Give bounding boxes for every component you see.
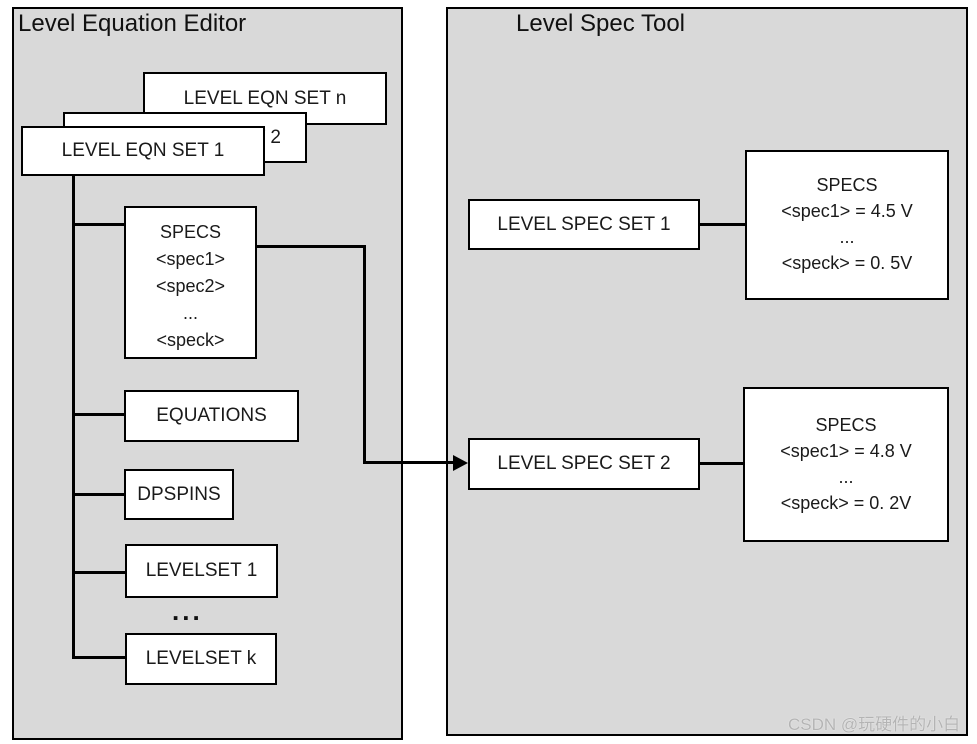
arrowhead-icon xyxy=(453,455,468,471)
specs-r1-line: <speck> = 0. 5V xyxy=(781,253,913,273)
specs-box-right-1: SPECS <spec1> = 4.5 V ... <speck> = 0. 5… xyxy=(745,150,949,300)
specs-r1-ellipsis: ... xyxy=(839,227,855,247)
specs-left-ellipsis: ... xyxy=(182,303,198,323)
branch-line-equations xyxy=(72,413,126,416)
specs-box-right-2: SPECS <spec1> = 4.8 V ... <speck> = 0. 2… xyxy=(743,387,949,542)
level-spec-tool-panel xyxy=(446,7,968,736)
branch-line-levelsetk xyxy=(72,656,127,659)
watermark-text: CSDN @玩硬件的小白 xyxy=(788,715,961,734)
connector-specs-v xyxy=(363,245,366,464)
connector-specset2 xyxy=(699,462,743,465)
dpspins-box: DPSPINS xyxy=(124,469,234,520)
connector-specs-h2 xyxy=(363,461,454,464)
branch-line-dpspins xyxy=(72,493,126,496)
branch-line-specs xyxy=(72,223,126,226)
specs-box-left: SPECS <spec1> <spec2> ... <speck> xyxy=(124,206,257,359)
level-eqn-set-1-box: LEVEL EQN SET 1 xyxy=(21,126,265,176)
left-panel-title: Level Equation Editor xyxy=(18,10,247,37)
branch-line-levelset1 xyxy=(72,571,127,574)
specs-r2-heading: SPECS xyxy=(815,415,877,435)
tree-trunk-line xyxy=(72,176,75,659)
specs-r1-line: <spec1> = 4.5 V xyxy=(781,201,913,221)
specs-left-item: <speck> xyxy=(156,330,225,350)
level-spec-set-2-box: LEVEL SPEC SET 2 xyxy=(468,438,700,490)
specs-r2-line: <spec1> = 4.8 V xyxy=(780,441,912,461)
equations-box: EQUATIONS xyxy=(124,390,299,442)
levelset-1-box: LEVELSET 1 xyxy=(125,544,278,598)
levelset-k-box: LEVELSET k xyxy=(125,633,277,685)
connector-specs-h1 xyxy=(255,245,366,248)
specs-left-heading: SPECS xyxy=(159,222,222,242)
specs-r2-line: <speck> = 0. 2V xyxy=(780,493,912,513)
level-spec-set-1-box: LEVEL SPEC SET 1 xyxy=(468,199,700,250)
specs-left-item: <spec1> xyxy=(155,249,226,269)
right-panel-title: Level Spec Tool xyxy=(516,10,686,37)
specs-left-item: <spec2> xyxy=(155,276,226,296)
specs-r2-ellipsis: ... xyxy=(838,467,854,487)
connector-specset1 xyxy=(699,223,745,226)
levelset-ellipsis: ... xyxy=(172,596,203,626)
specs-r1-heading: SPECS xyxy=(816,175,878,195)
